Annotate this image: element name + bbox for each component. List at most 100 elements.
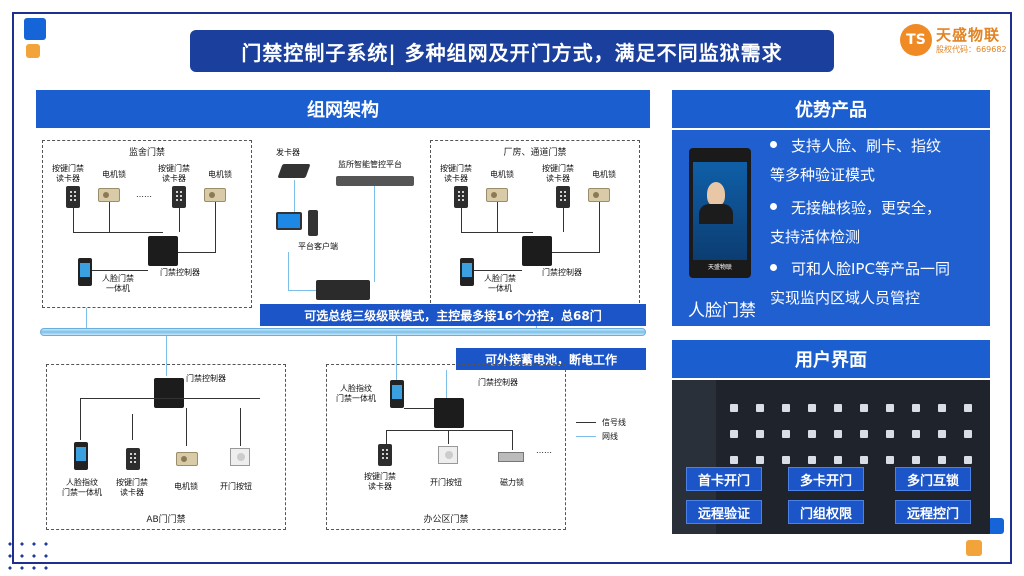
network-line — [396, 336, 397, 380]
legend-network: 网线 — [602, 432, 618, 441]
door-tile-icon — [886, 404, 894, 412]
signal-line — [186, 408, 187, 446]
signal-line — [386, 430, 387, 444]
corner-deco-orange — [26, 44, 40, 58]
signal-line — [179, 208, 180, 232]
feature-remote-control[interactable]: 远程控门 — [895, 500, 971, 524]
electric-lock-icon — [98, 188, 120, 202]
signal-line — [215, 202, 216, 252]
face-icon — [707, 182, 725, 206]
label-ctrl-2: 门禁控制器 — [542, 268, 582, 277]
label-open-btn-2: 开门按钮 — [430, 478, 462, 487]
feature-multi-card[interactable]: 多卡开门 — [788, 467, 864, 491]
network-line — [166, 336, 167, 376]
label-card-issuer: 发卡器 — [276, 148, 300, 157]
signal-line — [92, 270, 148, 271]
door-tile-icon — [938, 430, 946, 438]
label-face-2: 人脸门禁 一体机 — [484, 274, 516, 293]
signal-line — [563, 208, 564, 232]
face-fp-terminal-icon — [390, 380, 404, 408]
signal-line — [109, 202, 110, 232]
feature-remote-verify[interactable]: 远程验证 — [686, 500, 762, 524]
face-terminal-icon — [78, 258, 92, 286]
bus-callout: 可选总线三级级联模式，主控最多接16个分控，总68门 — [260, 304, 646, 326]
door-controller-icon — [154, 378, 184, 408]
label-ctrl-3: 门禁控制器 — [186, 374, 226, 383]
label-reader-6: 按键门禁 读卡器 — [364, 472, 396, 491]
network-diagram: 监舍门禁 按键门禁 读卡器 电机锁 …… 按键门禁 读卡器 电机锁 人脸门禁 一… — [36, 134, 650, 534]
zone-office: 办公区门禁 — [326, 364, 566, 530]
door-tile-icon — [782, 404, 790, 412]
face-fp-terminal-icon — [74, 442, 88, 470]
door-tile-icon — [756, 430, 764, 438]
keypad-reader-icon — [172, 186, 186, 208]
advantages-header: 优势产品 — [672, 90, 990, 128]
door-tile-icon — [860, 456, 868, 464]
signal-line — [461, 232, 533, 233]
network-line — [446, 370, 447, 398]
signal-line — [386, 430, 512, 431]
signal-line — [599, 202, 600, 252]
electric-lock-icon — [176, 452, 198, 466]
door-tile-icon — [808, 456, 816, 464]
label-lock-2: 电机锁 — [208, 170, 232, 179]
face-terminal-device: 天盛物联 — [689, 148, 751, 278]
network-bus — [40, 328, 646, 336]
signal-line — [80, 398, 81, 440]
door-tile-icon — [730, 404, 738, 412]
zone-cell: 监舍门禁 — [42, 140, 252, 308]
door-tile-icon — [912, 430, 920, 438]
magnetic-lock-icon — [498, 452, 524, 462]
bullet-icon — [770, 141, 777, 148]
label-lock-5: 电机锁 — [174, 482, 198, 491]
door-tile-icon — [860, 404, 868, 412]
corner-deco-orange-bottom — [966, 540, 982, 556]
network-line — [288, 252, 289, 290]
door-tile-icon — [886, 456, 894, 464]
label-reader-4: 按键门禁 读卡器 — [542, 164, 574, 183]
feature-interlock[interactable]: 多门互锁 — [895, 467, 971, 491]
zone-office-label: 办公区门禁 — [423, 515, 469, 525]
legend-network-line — [576, 436, 596, 437]
open-button-icon — [438, 446, 458, 464]
zone-cell-label: 监舍门禁 — [128, 148, 165, 158]
zone-workshop-label: 厂房、通道门禁 — [503, 148, 567, 158]
feature-door-group[interactable]: 门组权限 — [788, 500, 864, 524]
door-tile-icon — [834, 456, 842, 464]
door-tile-icon — [808, 430, 816, 438]
label-ctrl-4: 门禁控制器 — [478, 378, 518, 387]
label-face-1: 人脸门禁 一体机 — [102, 274, 134, 293]
network-line — [86, 308, 87, 328]
door-tile-icon — [886, 430, 894, 438]
door-tile-icon — [964, 404, 972, 412]
label-reader-3: 按键门禁 读卡器 — [440, 164, 472, 183]
door-tile-icon — [782, 456, 790, 464]
label-reader-2: 按键门禁 读卡器 — [158, 164, 190, 183]
label-reader-1: 按键门禁 读卡器 — [52, 164, 84, 183]
feature-first-card[interactable]: 首卡开门 — [686, 467, 762, 491]
door-tile-icon — [912, 456, 920, 464]
terminal-brand: 天盛物联 — [707, 264, 732, 271]
label-platform: 监所智能管控平台 — [338, 160, 402, 169]
door-tile-icon — [808, 404, 816, 412]
terminal-caption: 人脸门禁 — [688, 301, 756, 321]
zone-ab-label: AB门门禁 — [146, 515, 186, 525]
label-lock-3: 电机锁 — [490, 170, 514, 179]
client-pc-icon — [276, 212, 302, 230]
keypad-reader-icon — [66, 186, 80, 208]
keypad-reader-icon — [454, 186, 468, 208]
signal-line — [461, 208, 462, 232]
electric-lock-icon — [486, 188, 508, 202]
door-controller-icon — [434, 398, 464, 428]
label-lock-4: 电机锁 — [592, 170, 616, 179]
corner-deco-blue — [24, 18, 46, 40]
signal-line — [73, 232, 163, 233]
dot-pattern — [4, 538, 54, 574]
door-tile-icon — [834, 430, 842, 438]
legend-signal-line — [576, 422, 596, 423]
network-line — [288, 290, 316, 291]
signal-line — [512, 430, 513, 450]
door-tile-icon — [964, 456, 972, 464]
door-controller-icon — [148, 236, 178, 266]
signal-line — [448, 430, 449, 444]
